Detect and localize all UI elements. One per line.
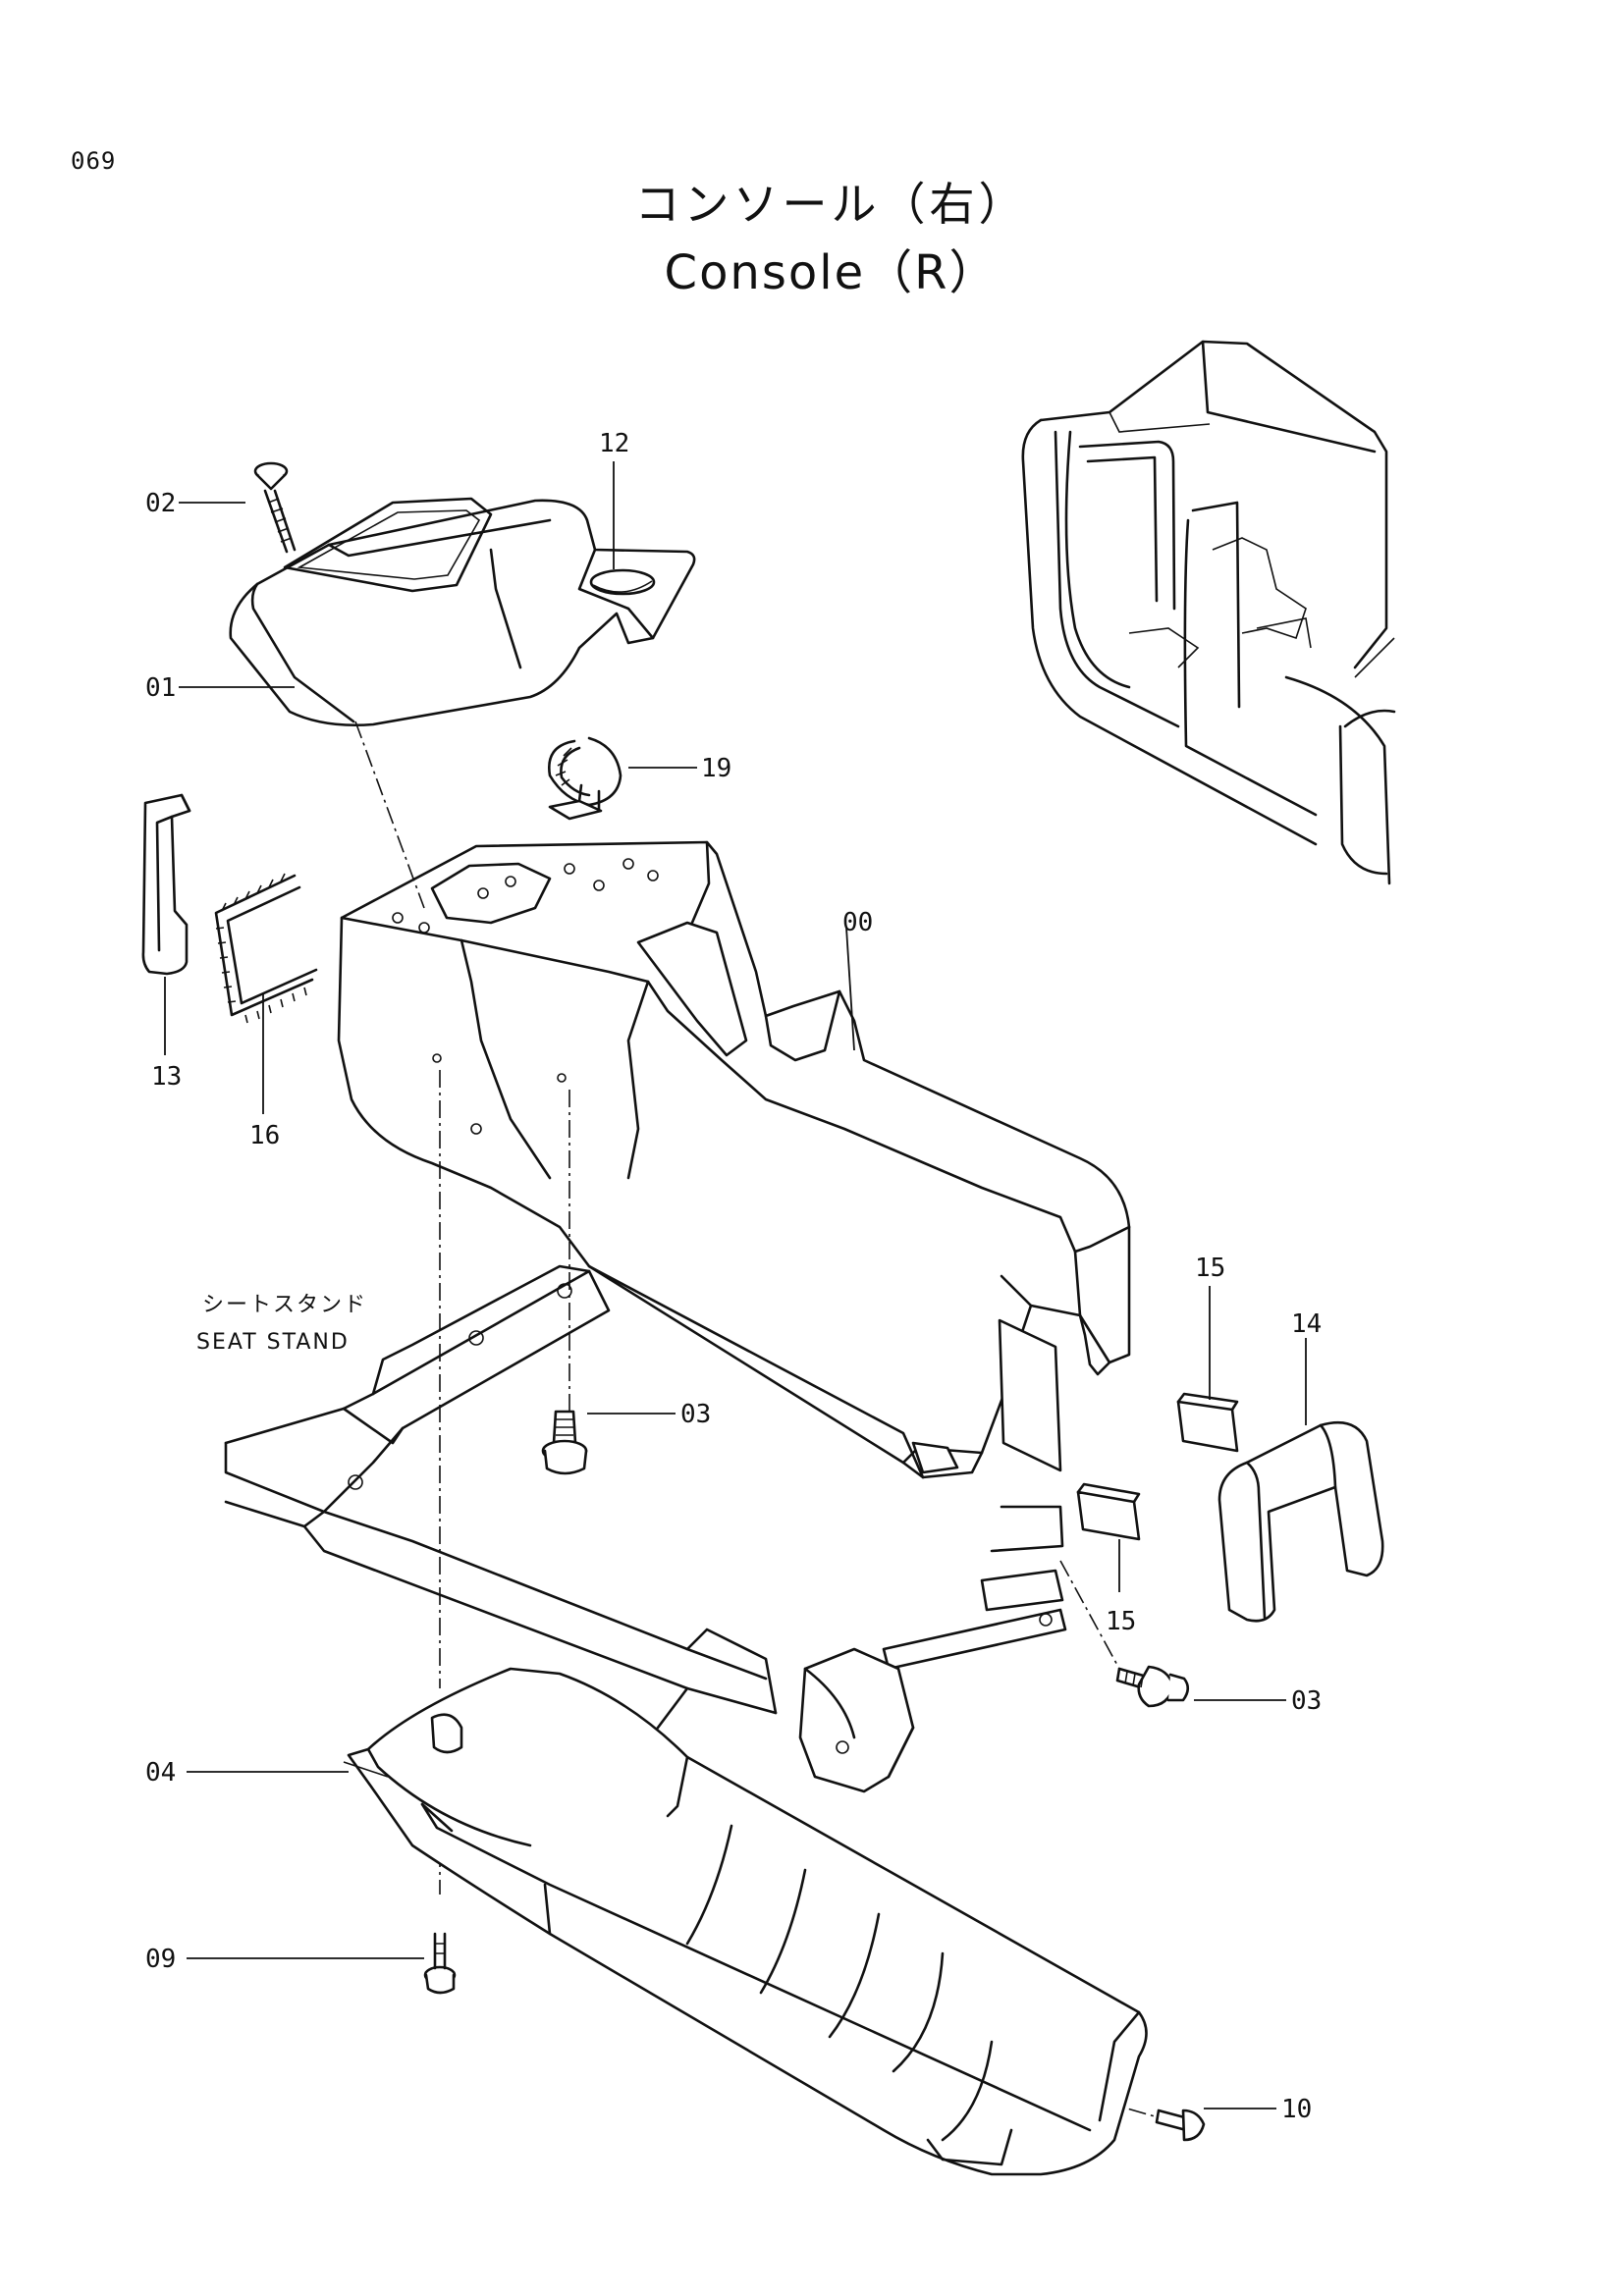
console-bracket xyxy=(798,1505,1067,1793)
callout-00: 00 xyxy=(842,908,873,937)
callout-03-upper: 03 xyxy=(680,1400,711,1429)
callout-04: 04 xyxy=(145,1758,176,1788)
part-15-pad-upper xyxy=(1176,1392,1239,1453)
callout-03-lower: 03 xyxy=(1291,1686,1322,1716)
title-japanese: コンソール（右） xyxy=(634,178,1028,231)
cab-overview-illustration xyxy=(1021,340,1396,885)
part-04-under-cover xyxy=(343,1667,1148,2176)
callout-leaders xyxy=(164,461,1307,2109)
part-02-screw xyxy=(253,461,297,554)
part-15-pad-lower xyxy=(1076,1482,1141,1541)
callout-13: 13 xyxy=(151,1062,182,1092)
callout-14: 14 xyxy=(1291,1309,1322,1339)
callout-15-lower: 15 xyxy=(1106,1607,1136,1636)
seat-stand-label-japanese: シートスタンド xyxy=(202,1293,367,1317)
callout-12: 12 xyxy=(599,429,629,458)
callout-16: 16 xyxy=(249,1121,280,1150)
page-number: 069 xyxy=(71,147,117,175)
part-14-u-trim xyxy=(1217,1420,1384,1623)
part-03-bolt-upper xyxy=(541,1410,588,1475)
callout-02: 02 xyxy=(145,489,176,518)
callout-09: 09 xyxy=(145,1945,176,1974)
part-09-screw xyxy=(423,1932,457,1995)
part-10-screw xyxy=(1155,2109,1206,2142)
callout-15-upper: 15 xyxy=(1195,1254,1225,1283)
part-16-grommet xyxy=(214,873,318,1024)
part-13-edge-trim xyxy=(141,793,191,976)
part-01-console-cover xyxy=(229,497,696,727)
part-03-bolt-lower xyxy=(1115,1665,1190,1708)
callout-01: 01 xyxy=(145,673,176,703)
seat-stand-label-english: SEAT STAND xyxy=(196,1330,350,1355)
console-mounting-holes xyxy=(392,858,1055,1415)
callout-10: 10 xyxy=(1281,2095,1312,2124)
part-19-clamp xyxy=(547,736,622,821)
part-00-console-body xyxy=(337,840,1131,1479)
title-english: Console（R） xyxy=(664,245,999,300)
callout-19: 19 xyxy=(701,754,731,783)
